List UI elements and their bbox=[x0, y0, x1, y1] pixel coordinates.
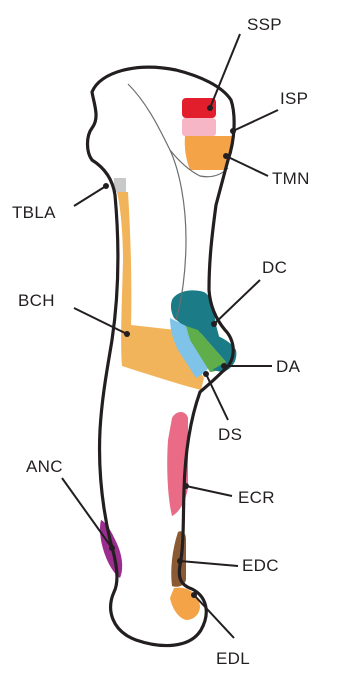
tbla-region bbox=[114, 178, 126, 192]
ds-label: DS bbox=[218, 425, 242, 444]
tmn-label: TMN bbox=[272, 169, 310, 188]
da-label: DA bbox=[276, 357, 301, 376]
dc-dot bbox=[211, 321, 217, 327]
isp-leader bbox=[233, 110, 278, 131]
anc-dot bbox=[109, 545, 115, 551]
edl-label: EDL bbox=[216, 649, 250, 668]
ds-leader bbox=[206, 374, 228, 420]
isp-dot bbox=[230, 128, 236, 134]
ssp-label: SSP bbox=[247, 15, 282, 34]
ecr-label: ECR bbox=[238, 488, 275, 507]
edl-dot bbox=[191, 592, 197, 598]
ssp-dot bbox=[207, 105, 213, 111]
edc-dot bbox=[177, 558, 183, 564]
ecr-leader bbox=[186, 486, 232, 496]
isp-region bbox=[182, 118, 216, 136]
tmn-dot bbox=[223, 153, 229, 159]
dc-leader bbox=[214, 280, 260, 324]
edc-label: EDC bbox=[242, 556, 279, 575]
ecr-dot bbox=[183, 483, 189, 489]
dc-label: DC bbox=[262, 258, 287, 277]
tmn-leader bbox=[226, 156, 268, 176]
bch-label: BCH bbox=[18, 291, 55, 310]
da-dot bbox=[221, 363, 227, 369]
bch-dot bbox=[124, 331, 130, 337]
tbla-leader bbox=[74, 186, 106, 206]
anc-label: ANC bbox=[26, 457, 63, 476]
ds-dot bbox=[203, 371, 209, 377]
isp-label: ISP bbox=[280, 89, 308, 108]
tbla-label: TBLA bbox=[12, 203, 56, 222]
tbla-dot bbox=[103, 183, 109, 189]
edc-leader bbox=[180, 561, 238, 566]
